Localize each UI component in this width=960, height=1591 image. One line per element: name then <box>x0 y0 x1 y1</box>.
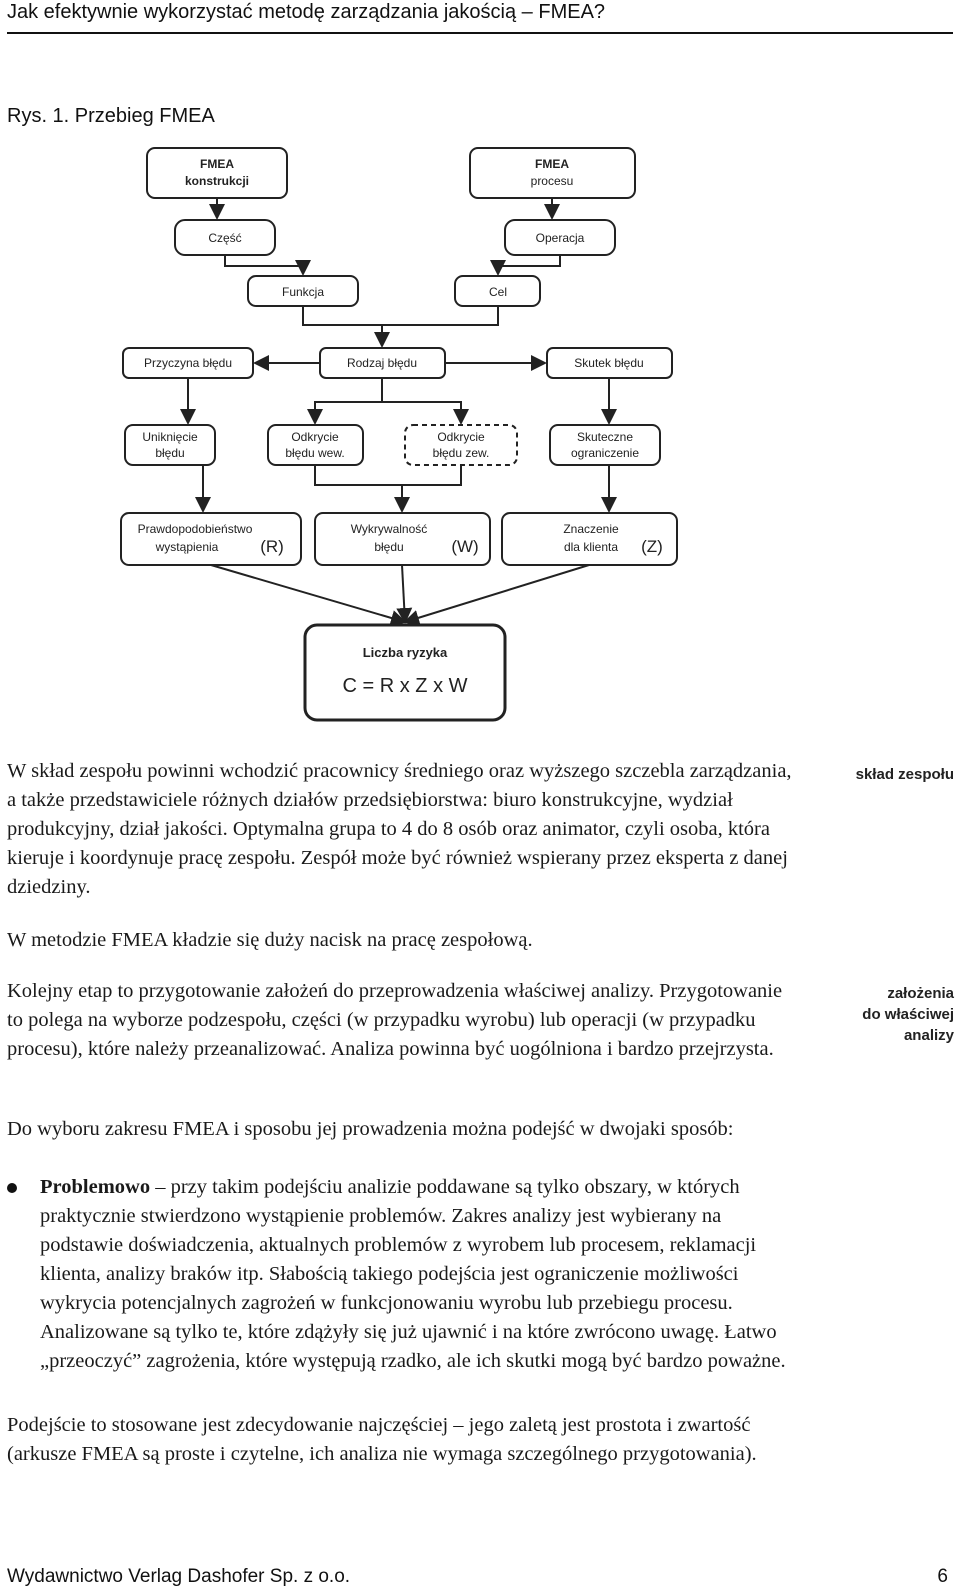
label-cel: Cel <box>489 285 507 299</box>
box-fmea-procesu <box>469 147 636 199</box>
box-skuteczne <box>549 424 661 466</box>
header-rule <box>7 32 953 34</box>
tag-r: (R) <box>260 537 284 556</box>
label-skutek: Skutek błędu <box>574 356 643 370</box>
label-fmea-procesu-1: FMEA <box>535 157 569 171</box>
figure-caption: Rys. 1. Przebieg FMEA <box>7 105 215 127</box>
paragraph-sklad-zespolu: W skład zespołu powinni wchodzić pracown… <box>7 760 792 898</box>
tag-z: (Z) <box>641 537 663 556</box>
label-znaczenie-2: dla klienta <box>564 540 618 554</box>
paragraph-nacisk: W metodzie FMEA kładzie się duży nacisk … <box>7 929 533 951</box>
bullet-problemowo: Problemowo – przy takim podejściu analiz… <box>7 1173 797 1376</box>
label-odkrycie-zew-1: Odkrycie <box>437 430 485 444</box>
label-wykrywalnosc-1: Wykrywalność <box>351 522 428 536</box>
margin-note-sklad: skład zespołu <box>855 766 954 783</box>
label-prawdopodobienstwo-2: wystąpienia <box>155 540 219 554</box>
label-formula: C = R x Z x W <box>343 675 468 697</box>
page-header-title: Jak efektywnie wykorzystać metodę zarząd… <box>7 1 606 23</box>
fmea-flow-diagram: FMEA konstrukcji FMEA procesu Część Oper… <box>120 147 678 722</box>
box-liczba-ryzyka <box>303 623 507 722</box>
label-fmea-konstrukcji-2: konstrukcji <box>185 174 249 188</box>
label-fmea-konstrukcji-1: FMEA <box>200 157 234 171</box>
label-odkrycie-wew-2: błędu wew. <box>285 446 344 460</box>
label-skuteczne-2: ograniczenie <box>571 446 639 460</box>
label-unikniecie-2: błędu <box>155 446 184 460</box>
tag-w: (W) <box>451 537 478 556</box>
label-liczba-ryzyka: Liczba ryzyka <box>363 645 448 660</box>
label-przyczyna: Przyczyna błędu <box>144 356 232 370</box>
label-prawdopodobienstwo-1: Prawdopodobieństwo <box>138 522 253 536</box>
label-fmea-procesu-2: procesu <box>531 174 574 188</box>
label-funkcja: Funkcja <box>282 285 324 299</box>
footer-page-number: 6 <box>937 1566 948 1587</box>
label-znaczenie-1: Znaczenie <box>563 522 619 536</box>
box-fmea-konstrukcji <box>146 147 288 199</box>
bullet-term: Problemowo <box>40 1176 151 1198</box>
label-czesc: Część <box>208 231 241 245</box>
footer-publisher: Wydawnictwo Verlag Dashofer Sp. z o.o. <box>7 1566 351 1587</box>
bullet-text: – przy takim podejściu analizie poddawan… <box>40 1176 786 1372</box>
paragraph-podejscie: Podejście to stosowane jest zdecydowanie… <box>7 1414 757 1465</box>
label-skuteczne-1: Skuteczne <box>577 430 633 444</box>
label-wykrywalnosc-2: błędu <box>374 540 403 554</box>
margin-note-zalozenia: założenia do właściwej analizy <box>862 985 954 1044</box>
label-odkrycie-zew-2: błędu zew. <box>433 446 490 460</box>
bullet-icon <box>7 1183 17 1193</box>
label-unikniecie-1: Uniknięcie <box>142 430 198 444</box>
label-operacja: Operacja <box>536 231 585 245</box>
paragraph-zalozenia: Kolejny etap to przygotowanie założeń do… <box>7 980 783 1060</box>
label-rodzaj: Rodzaj błędu <box>347 356 417 370</box>
paragraph-wybor-intro: Do wyboru zakresu FMEA i sposobu jej pro… <box>7 1118 734 1140</box>
box-znaczenie <box>501 512 678 566</box>
box-unikniecie <box>124 424 216 466</box>
label-odkrycie-wew-1: Odkrycie <box>291 430 339 444</box>
